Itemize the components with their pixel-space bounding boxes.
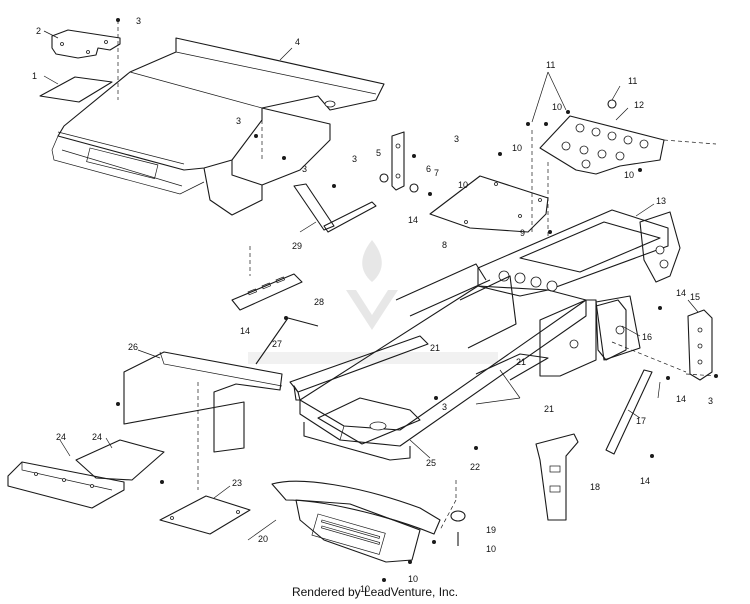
callout-9: 9 <box>520 228 525 238</box>
callout-7: 7 <box>434 168 439 178</box>
callout-14b: 14 <box>676 288 686 298</box>
part-24-upper-panel <box>75 439 165 481</box>
callout-25: 24 <box>56 432 66 442</box>
callout-12: 12 <box>634 100 644 110</box>
callouts: 1 2 3 4 3 3 3 5 6 7 3 29 28 10 10 8 14 9… <box>32 16 713 584</box>
callout-3: 3 <box>136 16 141 26</box>
part-17-strap <box>605 369 653 455</box>
callout-14e: 14 <box>240 326 250 336</box>
callout-21c: 21 <box>544 404 554 414</box>
part-12-skid-plate <box>539 99 717 175</box>
callout-10a: 10 <box>512 143 522 153</box>
callout-29: 29 <box>292 241 302 251</box>
callout-22: 22 <box>470 462 480 472</box>
callout-19: 10 <box>486 544 496 554</box>
callout-23: 20 <box>258 534 268 544</box>
callout-15: 15 <box>690 292 700 302</box>
part-29-brace <box>293 183 377 233</box>
callout-26: 26 <box>128 342 138 352</box>
callout-21b: 21 <box>516 357 526 367</box>
part-15-bracket <box>687 309 713 381</box>
fasteners <box>116 18 718 582</box>
callout-3e: 3 <box>454 134 459 144</box>
part-20-bushing <box>450 510 466 546</box>
callout-5: 5 <box>376 148 381 158</box>
callout-10d: 10 <box>624 170 634 180</box>
part-2-plate <box>51 29 121 59</box>
part-28-slotted-plate <box>231 273 303 311</box>
callout-28: 28 <box>314 297 324 307</box>
callout-17: 17 <box>636 416 646 426</box>
callout-14d: 14 <box>640 476 650 486</box>
callout-3c: 3 <box>302 164 307 174</box>
callout-3d: 3 <box>352 154 357 164</box>
part-4-floor-panel <box>51 37 385 216</box>
assembly-lines <box>117 20 717 531</box>
part-25-channel <box>7 461 125 509</box>
callout-4: 4 <box>295 37 300 47</box>
callout-18: 18 <box>590 482 600 492</box>
callout-10c: 10 <box>552 102 562 112</box>
callout-2: 2 <box>36 26 41 36</box>
part-1-pad <box>39 76 113 103</box>
callout-20: 19 <box>486 525 496 535</box>
render-credit: Rendered by LeadVenture, Inc. <box>291 585 459 599</box>
callout-10b: 10 <box>458 180 468 190</box>
callout-1: 1 <box>32 71 37 81</box>
callouts-extra: 10 <box>360 584 370 594</box>
callout-leaders <box>43 30 699 541</box>
callout-24b: 23 <box>232 478 242 488</box>
callout-3f: 3 <box>708 396 713 406</box>
callout-3g: 3 <box>442 402 447 412</box>
callout-24a: 24 <box>92 432 102 442</box>
part-6-bracket <box>379 131 419 193</box>
callout-13: 13 <box>656 196 666 206</box>
callout-8: 8 <box>442 240 447 250</box>
callout-16: 16 <box>642 332 652 342</box>
callout-21a: 21 <box>430 343 440 353</box>
callout-21d: 25 <box>426 458 436 468</box>
callout-10e: 10 <box>408 574 418 584</box>
part-24-lower-panel <box>159 495 251 535</box>
callout-27: 27 <box>272 339 282 349</box>
callout-11a: 11 <box>546 60 555 70</box>
part-13-main-frame <box>289 209 681 461</box>
watermark-logo <box>248 240 498 364</box>
part-18-bracket <box>535 433 579 521</box>
part-16-plate <box>595 299 627 361</box>
callout-14a: 14 <box>408 215 418 225</box>
callout-10f: 10 <box>360 584 370 594</box>
part-8-plate <box>429 175 549 233</box>
callout-6: 6 <box>426 164 431 174</box>
callout-11b: 11 <box>628 76 637 86</box>
callout-14c: 14 <box>676 394 686 404</box>
part-23-bumper <box>271 480 441 563</box>
part-26-panel <box>123 351 283 490</box>
callout-3b: 3 <box>236 116 241 126</box>
